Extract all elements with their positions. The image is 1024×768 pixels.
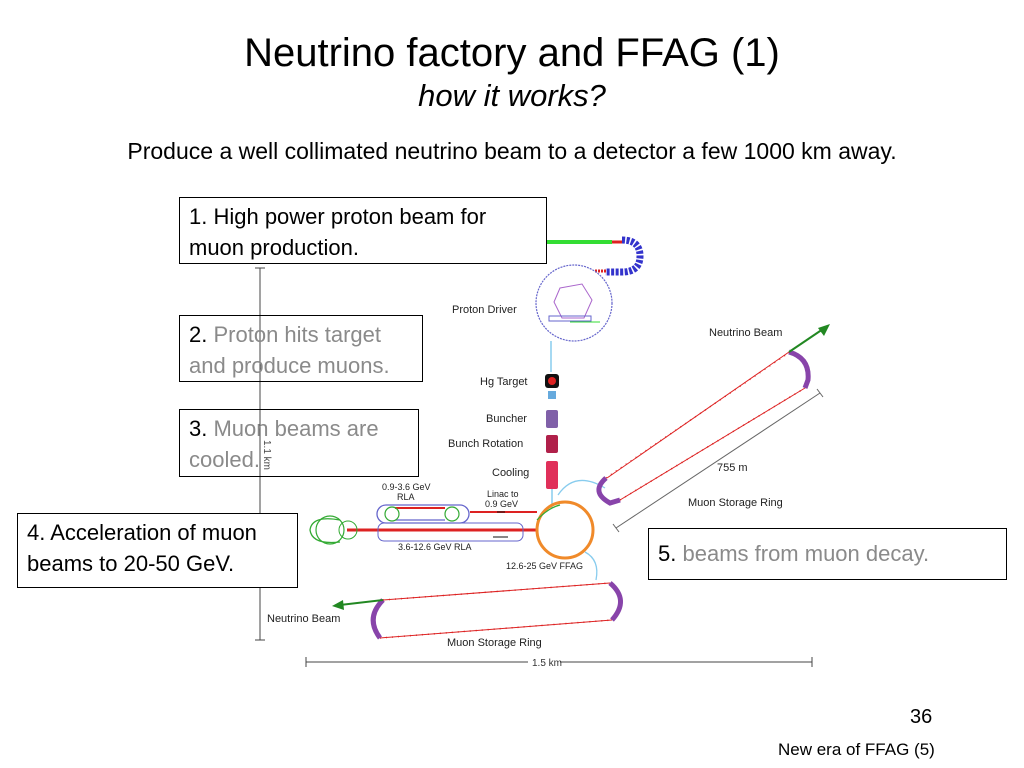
proton-driver-label: Proton Driver — [452, 304, 517, 316]
storage-ring-top-label: Muon Storage Ring — [688, 497, 783, 509]
top-storage-ring: Neutrino Beam 755 m Muon Storage Ring — [596, 324, 830, 533]
callout-2-line-2: and produce muons. — [189, 353, 390, 378]
neutrino-beam-arrow-top — [788, 326, 827, 353]
callout-1-line-1: 1. High power proton beam for — [189, 204, 487, 229]
length-755-label: 755 m — [717, 462, 748, 474]
vertical-scale-label: 1.1 km — [261, 440, 272, 470]
proton-bend-magnets — [605, 236, 644, 276]
hg-target-label: Hg Target — [480, 376, 528, 388]
intro-text: Produce a well collimated neutrino beam … — [127, 138, 897, 164]
bunch-rotation-label: Bunch Rotation — [448, 438, 523, 450]
horizontal-scale-label: 1.5 km — [532, 658, 562, 669]
callout-target: 2. Proton hits target and produce muons. — [179, 315, 423, 382]
callout-2-number: 2. — [189, 322, 208, 347]
bottom-storage-ring: Neutrino Beam Muon Storage Ring — [267, 581, 623, 649]
proton-driver: Proton Driver — [452, 264, 613, 342]
buncher-label: Buncher — [486, 413, 527, 425]
callout-1-line-2: muon production. — [189, 235, 359, 260]
slide-title: Neutrino factory and FFAG (1) — [244, 31, 780, 75]
footer-text: New era of FFAG (5) — [778, 740, 935, 759]
neutrino-beam-bottom-label: Neutrino Beam — [267, 613, 340, 625]
buncher-block — [546, 410, 558, 428]
callout-5-number: 5. — [658, 541, 677, 566]
svg-text:Linac to: Linac to — [487, 489, 519, 499]
callout-2-line-1: Proton hits target — [213, 322, 382, 347]
callout-acceleration: 4. Acceleration of muon beams to 20-50 G… — [17, 513, 298, 588]
callout-decay: 5. beams from muon decay. — [648, 528, 1007, 580]
cooling-label: Cooling — [492, 467, 529, 479]
svg-text:RLA: RLA — [397, 492, 415, 502]
callout-4-line-1: 4. Acceleration of muon — [27, 520, 257, 545]
callout-3-number: 3. — [189, 416, 208, 441]
slide-subtitle: how it works? — [418, 78, 606, 113]
callout-5-line-1: beams from muon decay. — [682, 541, 930, 566]
rla-section: 0.9-3.6 GeV RLA Linac to 0.9 GeV 3.6-12.… — [309, 482, 537, 552]
storage-ring-bottom-label: Muon Storage Ring — [447, 637, 542, 649]
svg-text:0.9 GeV: 0.9 GeV — [485, 499, 518, 509]
neutrino-beam-arrow-bottom — [339, 599, 384, 606]
hg-target: Hg Target — [480, 374, 559, 388]
cooling-block — [546, 461, 558, 489]
callout-3-line-1: Muon beams are — [213, 416, 379, 441]
callout-proton-beam: 1. High power proton beam for muon produ… — [179, 197, 547, 264]
ffag-ring — [535, 500, 595, 560]
bunch-rotation-block — [546, 435, 558, 453]
neutrino-beam-top-label: Neutrino Beam — [709, 327, 782, 339]
callout-3-line-2: cooled. — [189, 447, 260, 472]
ffag-label: 12.6-25 GeV FFAG — [506, 561, 583, 571]
callout-4-line-2: beams to 20-50 GeV. — [27, 551, 235, 576]
callout-cooling: 3. Muon beams are cooled. — [179, 409, 419, 477]
svg-text:0.9-3.6 GeV: 0.9-3.6 GeV — [382, 482, 431, 492]
page-number: 36 — [910, 706, 933, 728]
svg-text:3.6-12.6 GeV RLA: 3.6-12.6 GeV RLA — [398, 542, 472, 552]
horizontal-scale-bar: 1.5 km — [305, 656, 813, 669]
